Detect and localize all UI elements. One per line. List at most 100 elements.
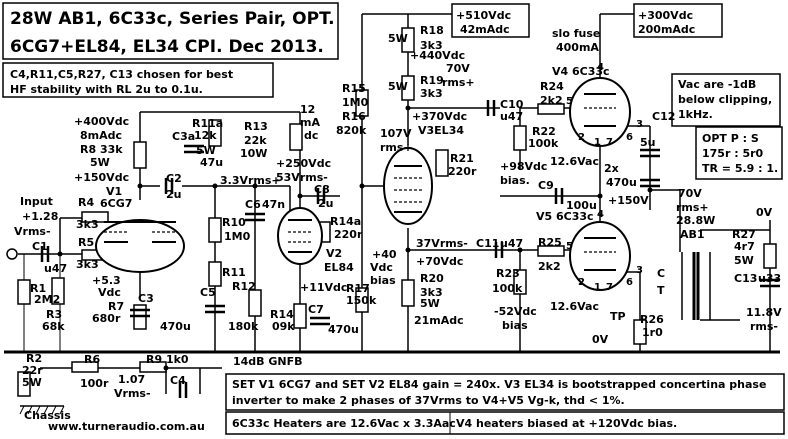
component-label-116: C9: [538, 179, 554, 192]
component-label-62: 2u: [318, 197, 334, 210]
vac-note-line-2: below clipping,: [678, 93, 772, 106]
pin-number-3: 2: [578, 132, 585, 143]
capacitor-c9: [554, 188, 564, 204]
component-label-29: R5: [78, 236, 94, 249]
component-label-14: 100r: [80, 377, 109, 390]
component-label-61: C8: [314, 183, 330, 196]
component-label-83: 70V: [446, 62, 470, 75]
capacitor-c8: [316, 188, 326, 204]
component-label-103: 21mAdc: [414, 314, 464, 327]
component-label-37: C2: [166, 172, 182, 185]
component-label-106: R22: [532, 125, 556, 138]
component-label-70: C7: [308, 303, 324, 316]
component-label-100: R20: [420, 272, 444, 285]
component-label-79: +440Vdc: [410, 49, 465, 62]
component-label-23: 5W: [90, 156, 110, 169]
gain-note: SET V1 6CG7 and SET V2 EL84 gain = 240x.…: [225, 373, 785, 411]
component-label-98: u47: [500, 237, 523, 250]
component-label-19: 14dB GNFB: [233, 355, 303, 368]
component-label-102: 5W: [420, 297, 440, 310]
pin-number-7: 4: [597, 209, 604, 220]
component-label-44: 3.3Vrms+: [220, 174, 281, 187]
capacitor-c7: [310, 316, 330, 326]
component-label-58: dc: [304, 129, 318, 142]
resistor-r24: [537, 103, 565, 115]
component-label-73: 1M0: [342, 96, 369, 109]
component-label-134: 0V: [592, 333, 609, 346]
component-label-120: +150V: [608, 194, 649, 207]
component-label-121: C12: [652, 110, 675, 123]
component-label-143: C13: [734, 272, 757, 285]
tube-v5: [569, 221, 631, 291]
title-line-2: 6CG7+EL84, EL34 CPI. Dec 2013.: [10, 37, 324, 57]
component-label-26: 6CG7: [100, 197, 132, 210]
component-label-119: 470u: [606, 176, 637, 189]
component-label-87: 107V: [380, 127, 412, 140]
opt-note-line-2: 175r : 5r0: [702, 147, 764, 160]
component-label-11: 5W: [22, 376, 42, 389]
capacitor-c13: [760, 278, 780, 288]
component-label-5: R1: [30, 282, 46, 295]
stability-note-line-2: HF stability with RL 2u to 0.1u.: [10, 83, 203, 96]
vac-note-line-1: Vac are -1dB: [678, 78, 756, 91]
component-label-43: 47u: [200, 156, 223, 169]
component-label-129: bias: [502, 319, 528, 332]
pin-number-10: 2: [578, 277, 585, 288]
resistors: [17, 27, 777, 397]
component-label-41: 5W: [196, 144, 216, 157]
component-label-31: +5.3: [92, 274, 121, 287]
component-label-9: R2: [26, 352, 42, 365]
component-label-8: 68k: [42, 320, 65, 333]
supply-300-voltage: +300Vdc: [638, 9, 693, 22]
resistor-r13: [289, 123, 303, 151]
component-label-13: R6: [84, 353, 100, 366]
component-label-148: T: [657, 284, 665, 297]
component-label-139: 0V: [756, 206, 773, 219]
component-label-76: 5W: [388, 32, 408, 45]
resistor-r21: [435, 149, 449, 177]
pin-number-4: 1: [594, 137, 601, 148]
opt-note: OPT P : S 175r : 5r0 TR = 5.9 : 1.: [695, 126, 783, 180]
component-label-48: C5: [200, 286, 216, 299]
component-label-108: +98Vdc: [500, 160, 547, 173]
component-label-110: R24: [540, 80, 564, 93]
pin-number-2: 3: [636, 119, 643, 130]
component-label-94: R17: [346, 282, 370, 295]
resistor-r25: [537, 245, 565, 257]
input-jack: [6, 248, 18, 260]
component-label-117: 100u: [566, 199, 597, 212]
opt-note-box: [695, 126, 783, 180]
pin-number-0: 4: [597, 62, 604, 73]
resistor-r26: [633, 319, 647, 345]
resistor-r23: [513, 269, 527, 295]
capacitor-c5: [205, 304, 225, 314]
component-label-88: rms+: [380, 141, 413, 154]
component-label-22: R8 33k: [80, 143, 123, 156]
component-label-69: 09k: [272, 320, 295, 333]
component-label-145: 11.8V: [746, 306, 782, 319]
capacitor-c3a: [184, 144, 204, 154]
website-text: www.turneraudio.com.au: [48, 420, 205, 433]
resistor-r11: [208, 261, 222, 287]
stability-note-box: [2, 62, 274, 98]
component-label-77: R18: [420, 24, 444, 37]
pin-number-13: 6: [626, 277, 633, 288]
component-label-135: 70V: [678, 187, 702, 200]
component-label-35: C3: [138, 292, 154, 305]
component-label-10: 22r: [22, 364, 43, 377]
component-label-42: C3a: [172, 130, 195, 143]
pin-number-5: 7: [606, 137, 613, 148]
capacitor-2x470u: [640, 178, 660, 188]
component-label-147: C: [657, 267, 665, 280]
component-label-91: +40: [372, 248, 397, 261]
component-label-33: R7: [108, 300, 124, 313]
component-label-68: R14: [270, 308, 294, 321]
supply-510-current: 42mAdc: [460, 23, 510, 36]
resistor-r18: [401, 27, 415, 53]
opt-note-line-1: OPT P : S: [702, 132, 759, 145]
component-label-0: Input: [20, 195, 53, 208]
component-label-107: 100k: [528, 137, 559, 150]
component-label-56: 12: [300, 103, 315, 116]
component-label-125: 2k2: [538, 260, 561, 273]
